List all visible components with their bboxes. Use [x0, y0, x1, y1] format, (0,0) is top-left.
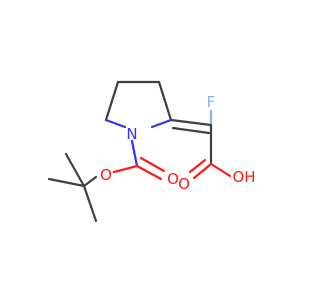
bond-cooh-oh	[209, 162, 232, 178]
bond-ring-n-c2	[150, 118, 173, 129]
atom-ester-oxygen: O	[100, 166, 112, 184]
bond-tbu-methyl-bottom	[82, 184, 98, 223]
bond-tbu-methyl-left	[47, 177, 86, 188]
bond-n-ccarbamate	[130, 139, 139, 168]
molecule-canvas: N F O O O OH	[47, 80, 256, 223]
bond-carbamate-double-b	[139, 156, 166, 173]
bond-cooh-double-b	[188, 158, 207, 174]
atom-acid-oxygen: O	[178, 175, 190, 193]
bond-carbamate-o	[112, 164, 139, 174]
bond-tbu-methyl-top	[64, 152, 86, 188]
bond-ring-c4-c5	[104, 80, 120, 122]
bond-carbamate-double-a	[135, 164, 163, 181]
atom-fluorine: F	[207, 93, 216, 111]
bond-ring-c5-n	[104, 118, 127, 129]
atom-nitrogen: N	[126, 125, 137, 143]
bond-c2-calpha-double-a	[169, 118, 213, 127]
bond-o-ctbu	[82, 175, 98, 188]
atom-carbamate-oxygen: O	[167, 170, 179, 188]
structure-diagram: N F O O O OH	[47, 80, 256, 223]
bond-ring-c2-c3	[157, 80, 173, 122]
atom-hydroxyl: OH	[232, 168, 255, 186]
bond-c2-calpha-double-b	[171, 126, 211, 135]
bond-cooh-double-a	[192, 162, 213, 180]
